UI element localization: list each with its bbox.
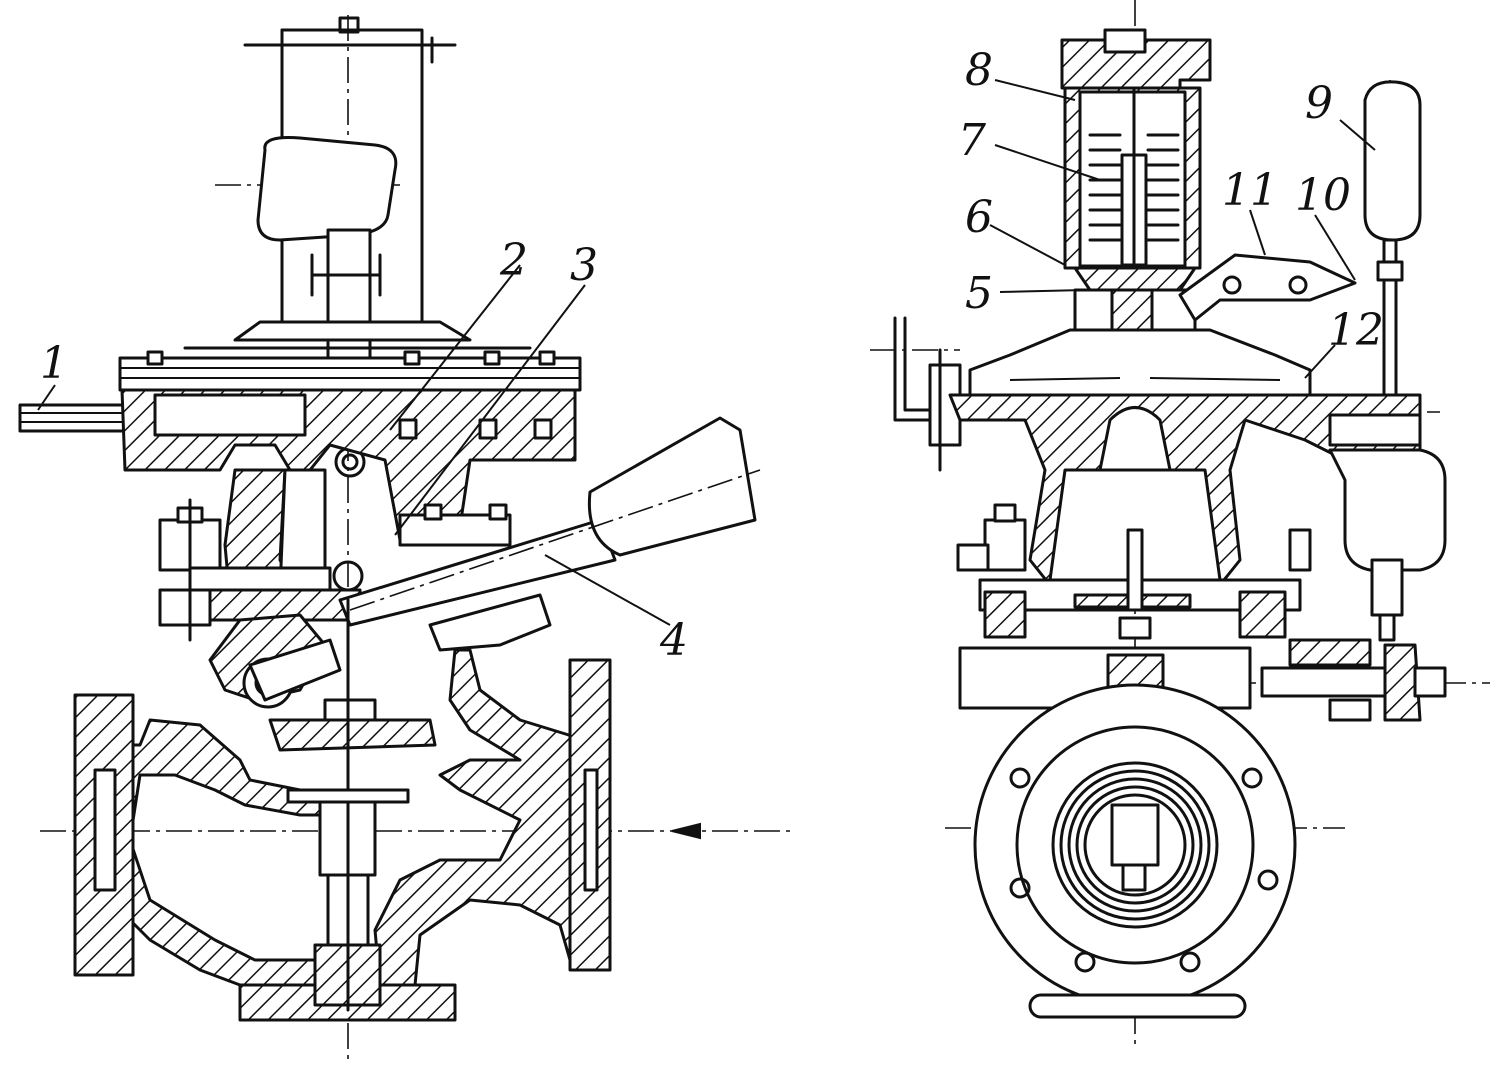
lever-arm — [338, 416, 761, 652]
trip-lever — [1178, 253, 1357, 322]
pilot-spring — [1088, 133, 1180, 242]
label-5: 5 — [965, 268, 993, 319]
side-cylinder — [1328, 448, 1447, 572]
label-6: 6 — [965, 192, 993, 243]
diaphragm-cover — [118, 356, 582, 392]
pilot-top-cap — [1060, 38, 1212, 90]
left-valve-body — [78, 718, 342, 987]
label-11: 11 — [1222, 165, 1278, 216]
label-9: 9 — [1305, 78, 1333, 129]
left-view — [18, 15, 795, 1060]
label-10: 10 — [1295, 170, 1351, 221]
label-8: 8 — [965, 45, 993, 96]
base-foot — [1028, 993, 1247, 1019]
left-inlet-flange — [73, 693, 135, 977]
label-2: 2 — [499, 235, 528, 286]
callout-leaders — [37, 79, 1376, 626]
flow-arrow-icon — [671, 822, 701, 840]
callout-labels: 1 2 3 4 5 6 7 8 9 10 11 12 — [40, 45, 1384, 666]
right-view — [870, 0, 1490, 1045]
label-1: 1 — [40, 338, 68, 389]
bolt-holes — [1009, 767, 1279, 973]
float-weight — [1363, 80, 1422, 242]
label-3: 3 — [570, 240, 598, 291]
counterweight — [256, 136, 398, 242]
label-4: 4 — [659, 615, 688, 666]
label-7: 7 — [958, 115, 986, 166]
label-12: 12 — [1328, 305, 1384, 356]
